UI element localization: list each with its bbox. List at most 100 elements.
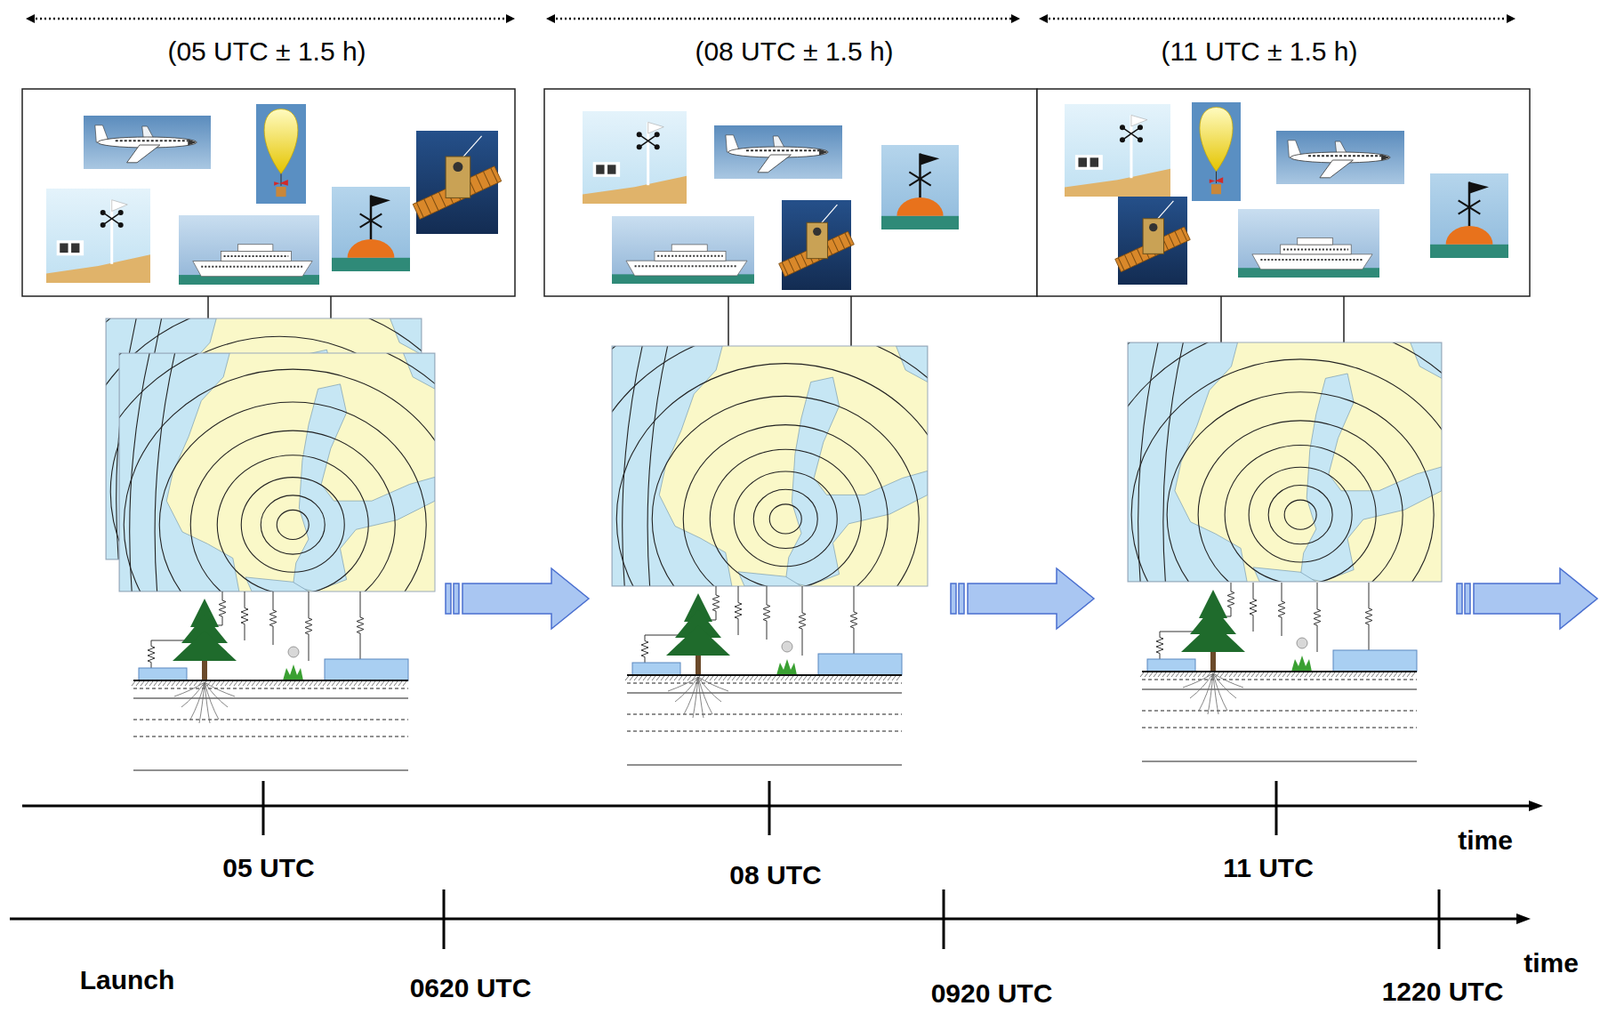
ship-icon bbox=[671, 244, 708, 252]
weather-station-icon bbox=[118, 209, 124, 216]
ship-icon bbox=[1283, 248, 1349, 250]
land-surface-scheme bbox=[1189, 672, 1193, 677]
weather-map bbox=[997, 236, 1600, 794]
ship-icon bbox=[1238, 209, 1380, 278]
satellite-icon bbox=[424, 199, 432, 215]
land-surface-scheme bbox=[698, 676, 713, 715]
land-surface-scheme bbox=[287, 681, 291, 686]
land-surface-scheme bbox=[158, 681, 162, 686]
land-surface-scheme bbox=[1184, 672, 1189, 677]
land-surface-scheme bbox=[834, 675, 838, 681]
observation-box bbox=[1037, 88, 1530, 297]
land-surface-scheme bbox=[627, 691, 902, 693]
land-surface-scheme bbox=[647, 675, 652, 681]
satellite-icon bbox=[1168, 233, 1175, 247]
leader-line bbox=[1220, 296, 1223, 343]
satellite-icon bbox=[1137, 249, 1144, 262]
weather-station-icon bbox=[654, 144, 660, 150]
weather-station-icon bbox=[636, 131, 643, 137]
time-step-arrow bbox=[967, 568, 1094, 629]
land-surface-scheme bbox=[667, 676, 699, 692]
land-surface-scheme bbox=[225, 681, 229, 686]
radiosonde-balloon-icon bbox=[1191, 102, 1241, 202]
ship-icon bbox=[1238, 209, 1380, 278]
weather-map bbox=[482, 241, 1088, 798]
weather-map bbox=[0, 213, 582, 771]
land-surface-scheme bbox=[1140, 672, 1144, 677]
land-surface-scheme bbox=[1153, 672, 1158, 677]
satellite-icon bbox=[490, 168, 499, 184]
weather-map bbox=[733, 471, 837, 567]
buoy-icon bbox=[1469, 182, 1489, 194]
land-surface-scheme bbox=[385, 681, 389, 686]
land-surface-scheme bbox=[305, 681, 309, 686]
ship-icon bbox=[1260, 258, 1362, 261]
ship-icon bbox=[192, 260, 313, 276]
satellite-icon bbox=[806, 222, 828, 258]
weather-map bbox=[1127, 342, 1442, 582]
land-surface-scheme bbox=[1227, 582, 1235, 617]
aircraft-icon bbox=[746, 149, 820, 152]
buoy-icon bbox=[360, 213, 383, 227]
analysis-time-label: 08 UTC bbox=[729, 860, 821, 890]
land-surface-scheme bbox=[260, 681, 265, 686]
land-surface-scheme bbox=[1344, 672, 1349, 677]
land-surface-scheme bbox=[651, 675, 656, 681]
land-surface-scheme bbox=[136, 681, 140, 686]
land-surface-scheme bbox=[345, 681, 349, 686]
buoy-icon bbox=[331, 257, 411, 272]
land-surface-scheme bbox=[216, 681, 220, 686]
time-step-arrow bbox=[462, 568, 589, 629]
radiosonde-balloon-icon bbox=[1209, 176, 1223, 184]
land-surface-scheme bbox=[731, 675, 736, 681]
weather-map bbox=[119, 353, 240, 592]
land-surface-scheme bbox=[242, 681, 247, 686]
land-surface-scheme bbox=[1141, 670, 1417, 673]
weather-map bbox=[0, 246, 595, 804]
weather-station-icon bbox=[607, 164, 616, 174]
satellite-icon bbox=[787, 258, 795, 273]
land-surface-scheme bbox=[1269, 672, 1273, 677]
time-axis bbox=[262, 780, 266, 836]
ship-icon bbox=[1297, 237, 1334, 245]
land-surface-scheme bbox=[629, 675, 634, 681]
land-surface-scheme bbox=[745, 675, 749, 681]
weather-map bbox=[611, 345, 928, 587]
time-step-arrow bbox=[445, 583, 451, 614]
aircraft-icon bbox=[772, 136, 785, 148]
buoy-icon bbox=[347, 239, 395, 258]
weather-map bbox=[1127, 342, 1442, 582]
land-surface-scheme bbox=[1365, 582, 1373, 651]
aircraft-icon bbox=[714, 125, 843, 179]
land-surface-scheme bbox=[218, 591, 226, 626]
leader-line bbox=[1342, 296, 1345, 343]
satellite-icon bbox=[1117, 257, 1125, 271]
radiosonde-balloon-icon bbox=[1191, 102, 1241, 202]
ship-icon bbox=[1280, 244, 1352, 255]
aircraft-icon bbox=[1276, 130, 1405, 185]
weather-station-icon bbox=[1064, 104, 1171, 197]
land-surface-scheme bbox=[754, 675, 758, 681]
land-surface-scheme bbox=[1251, 672, 1255, 677]
weather-map bbox=[1163, 342, 1184, 582]
weather-map bbox=[260, 495, 325, 555]
buoy-icon bbox=[360, 213, 383, 227]
satellite-icon bbox=[1142, 218, 1164, 255]
land-surface-scheme bbox=[803, 675, 807, 681]
land-surface-scheme bbox=[1162, 672, 1166, 677]
time-window-bracket bbox=[506, 14, 515, 24]
land-surface-scheme bbox=[300, 681, 305, 686]
land-surface-scheme bbox=[291, 681, 296, 686]
land-surface-scheme bbox=[644, 635, 683, 636]
land-surface-scheme bbox=[167, 681, 171, 686]
land-surface-scheme bbox=[818, 653, 902, 676]
land-surface-scheme bbox=[402, 681, 407, 686]
land-surface-scheme bbox=[847, 675, 852, 681]
land-surface-scheme bbox=[288, 646, 299, 658]
weather-station-icon bbox=[1131, 114, 1148, 126]
land-surface-scheme bbox=[1141, 726, 1417, 728]
weather-map bbox=[105, 318, 422, 560]
land-surface-scheme bbox=[1141, 678, 1417, 680]
land-surface-scheme bbox=[1371, 672, 1375, 677]
land-surface-scheme bbox=[892, 675, 896, 681]
